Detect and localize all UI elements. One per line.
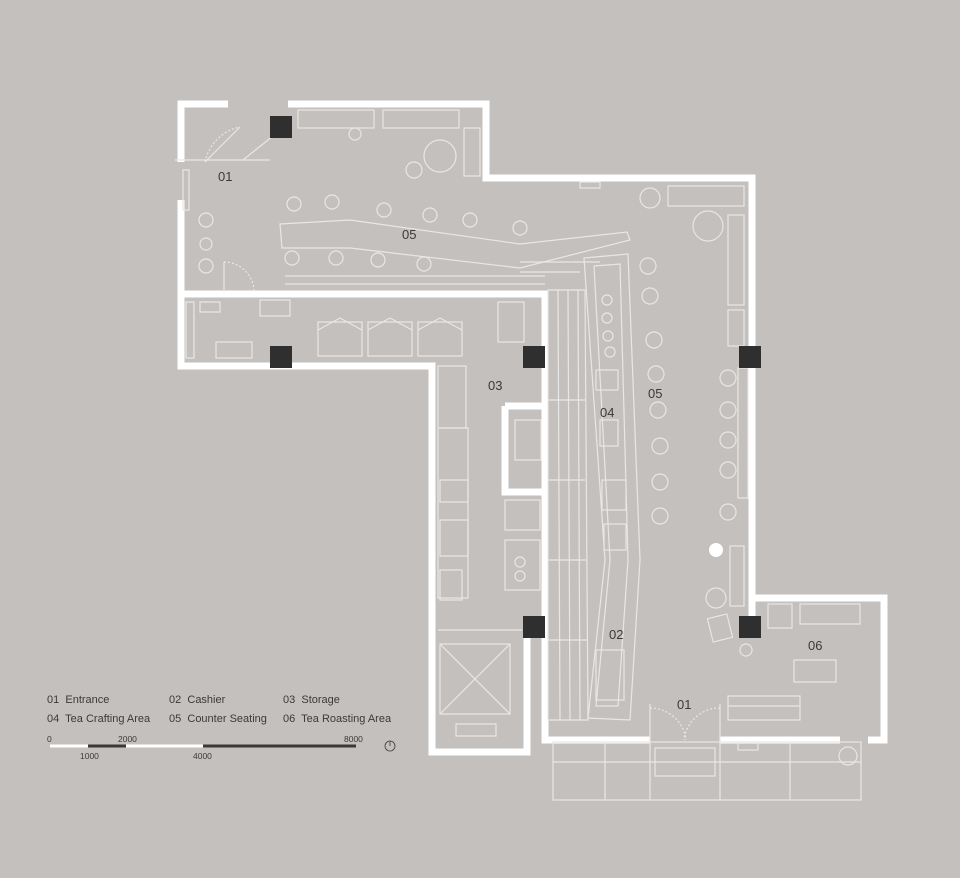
legend-item: 06 Tea Roasting Area [283,713,392,725]
column [739,616,761,638]
legend-item: 02 Cashier [169,694,226,706]
column [523,616,545,638]
legend-item: 05 Counter Seating [169,713,267,725]
label-counter-seating-top: 05 [402,227,416,242]
legend-item: 03 Storage [283,694,340,706]
scale-tick-0: 0 [47,734,52,744]
scale-tick-2000: 2000 [118,734,137,744]
column [739,346,761,368]
compass-icon [384,740,396,752]
legend-item: 01 Entrance [47,694,110,706]
label-entrance-top: 01 [218,169,232,184]
walls [177,100,888,756]
label-storage: 03 [488,378,502,393]
lamp [709,543,723,557]
columns [270,116,761,638]
legend-row: 01 Entrance 02 Cashier 03 Storage [47,694,391,713]
legend-item: 04 Tea Crafting Area [47,713,151,725]
label-tea-crafting: 04 [600,405,614,420]
label-entrance-bottom: 01 [677,697,691,712]
column [523,346,545,368]
scale-tick-4000: 4000 [193,751,212,761]
label-tea-roasting: 06 [808,638,822,653]
room-labels: 01 05 03 04 05 02 06 01 [218,169,822,712]
scale-tick-1000: 1000 [80,751,99,761]
legend-row: 04 Tea Crafting Area 05 Counter Seating … [47,713,391,732]
label-counter-seating-right: 05 [648,386,662,401]
scale-tick-8000: 8000 [344,734,363,744]
door-entrance-top [204,126,241,163]
legend: 01 Entrance 02 Cashier 03 Storage 04 Tea… [47,694,391,732]
label-cashier: 02 [609,627,623,642]
furniture [175,109,862,801]
column [270,116,292,138]
column [270,346,292,368]
